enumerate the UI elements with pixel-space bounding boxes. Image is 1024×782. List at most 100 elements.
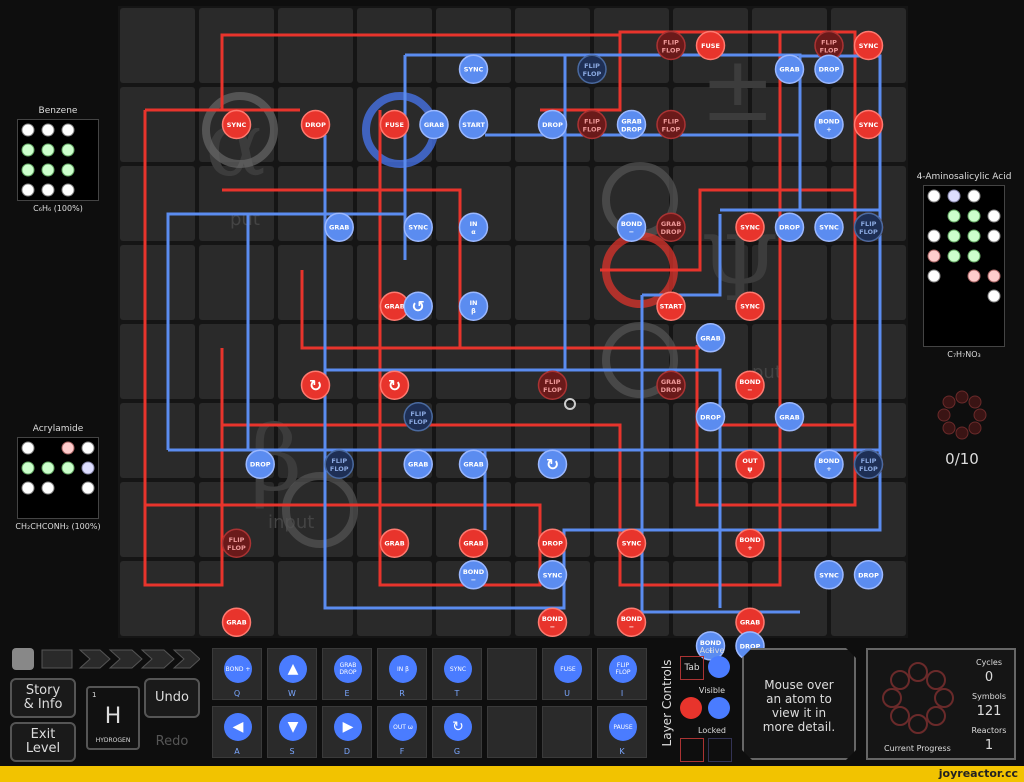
red-instruction[interactable]: BOND+ (735, 528, 765, 558)
red-instruction[interactable]: BOND− (537, 607, 568, 637)
blue-instruction[interactable]: GRAB (774, 54, 805, 84)
blue-instruction[interactable]: GRAB (324, 212, 354, 242)
blue-instruction[interactable]: DROP (853, 560, 884, 590)
bond-ring (202, 92, 278, 168)
locked-red-layer[interactable] (680, 738, 704, 762)
tool-slot[interactable]: ◀A (212, 706, 262, 758)
story-info-button[interactable]: Story & Info (10, 678, 76, 718)
tool-slot[interactable] (542, 706, 592, 758)
blue-instruction[interactable]: BOND+ (814, 449, 844, 479)
tool-slot[interactable] (487, 706, 537, 758)
tool-slot[interactable]: ↻G (432, 706, 482, 758)
tool-slot[interactable]: BOND +Q (212, 648, 262, 700)
tool-icon: ▶ (334, 713, 362, 741)
tool-slot[interactable]: ▶D (322, 706, 372, 758)
blue-instruction[interactable]: BOND+ (814, 109, 844, 140)
tool-slot[interactable]: ▼S (267, 706, 317, 758)
blue-instruction[interactable]: BOND+ (695, 631, 726, 661)
red-instruction[interactable]: SYNC (616, 528, 647, 558)
svg-text:SYNC: SYNC (408, 224, 428, 232)
blue-instruction[interactable]: GRAB (774, 402, 805, 432)
red-instruction[interactable]: DROP (300, 109, 331, 140)
red-instruction[interactable]: SYNC (735, 291, 765, 321)
blue-instruction[interactable]: INα (458, 212, 489, 242)
red-instruction[interactable]: SYNC (853, 109, 884, 140)
red-instruction[interactable]: GRAB (221, 607, 252, 637)
blue-instruction[interactable]: GRAB (403, 449, 433, 479)
svg-text:FUSE: FUSE (385, 121, 404, 129)
blue-instruction[interactable]: SYNC (814, 560, 844, 590)
red-instruction[interactable]: ↻ (379, 370, 410, 400)
red-instruction[interactable]: GRAB (379, 528, 410, 558)
visible-blue-layer[interactable] (708, 697, 730, 719)
exit-level-button[interactable]: Exit Level (10, 722, 76, 762)
grid-cell (278, 324, 353, 399)
blue-instruction[interactable]: DROP (537, 109, 568, 140)
red-instruction[interactable]: DROP (537, 528, 568, 558)
red-instruction[interactable]: ↻ (300, 370, 331, 400)
blue-instruction[interactable]: GRAB (419, 109, 449, 140)
element-selector[interactable]: 1 H HYDROGEN (86, 686, 140, 750)
blue-instruction[interactable]: DROP (695, 402, 726, 432)
blue-instruction[interactable]: SYNC (403, 212, 433, 242)
red-instruction[interactable]: BOND− (735, 370, 765, 400)
tool-slot[interactable]: ▲W (267, 648, 317, 700)
red-instruction[interactable]: FUSE (379, 109, 410, 140)
svg-text:FLIP: FLIP (861, 457, 877, 465)
red-instruction[interactable]: SYNC (735, 212, 765, 242)
blue-instruction[interactable]: DROP (245, 449, 275, 479)
blue-instruction[interactable]: DROP (814, 54, 844, 84)
blue-instruction[interactable]: ↺ (403, 291, 433, 321)
speed-arrows[interactable] (40, 648, 201, 670)
blue-instruction[interactable]: SYNC (814, 212, 844, 242)
blue-instruction[interactable]: SYNC (458, 54, 489, 84)
active-blue-layer[interactable] (708, 656, 730, 678)
blue-instruction[interactable]: GRAB (695, 323, 726, 353)
blue-instruction[interactable]: DROP (774, 212, 805, 242)
grid-cell (436, 8, 511, 83)
red-instruction[interactable]: GRAB (458, 528, 489, 558)
visible-red-layer[interactable] (680, 697, 702, 719)
speed-stop-button[interactable] (12, 648, 34, 670)
red-instruction[interactable]: SYNC (221, 109, 252, 140)
redo-button[interactable]: Redo (155, 734, 189, 749)
tool-slot[interactable] (487, 648, 537, 700)
blue-instruction[interactable]: BOND− (458, 560, 489, 590)
red-instruction[interactable]: FUSE (695, 30, 726, 61)
undo-button[interactable]: Undo (144, 678, 200, 718)
blue-instruction[interactable]: GRAB (458, 449, 489, 479)
locked-blue-layer[interactable] (708, 738, 732, 762)
red-instruction[interactable]: SYNC (853, 30, 884, 61)
red-instruction[interactable]: START (656, 291, 686, 321)
blue-instruction[interactable]: START (458, 109, 489, 140)
blue-instruction[interactable]: BOND− (616, 212, 647, 242)
blue-instruction[interactable]: INβ (458, 291, 489, 321)
blue-instruction[interactable]: ↻ (537, 449, 568, 479)
blue-instruction[interactable]: SYNC (537, 560, 568, 590)
tab-toggle[interactable]: Tab (680, 656, 704, 680)
red-instruction[interactable]: BOND− (616, 607, 647, 637)
